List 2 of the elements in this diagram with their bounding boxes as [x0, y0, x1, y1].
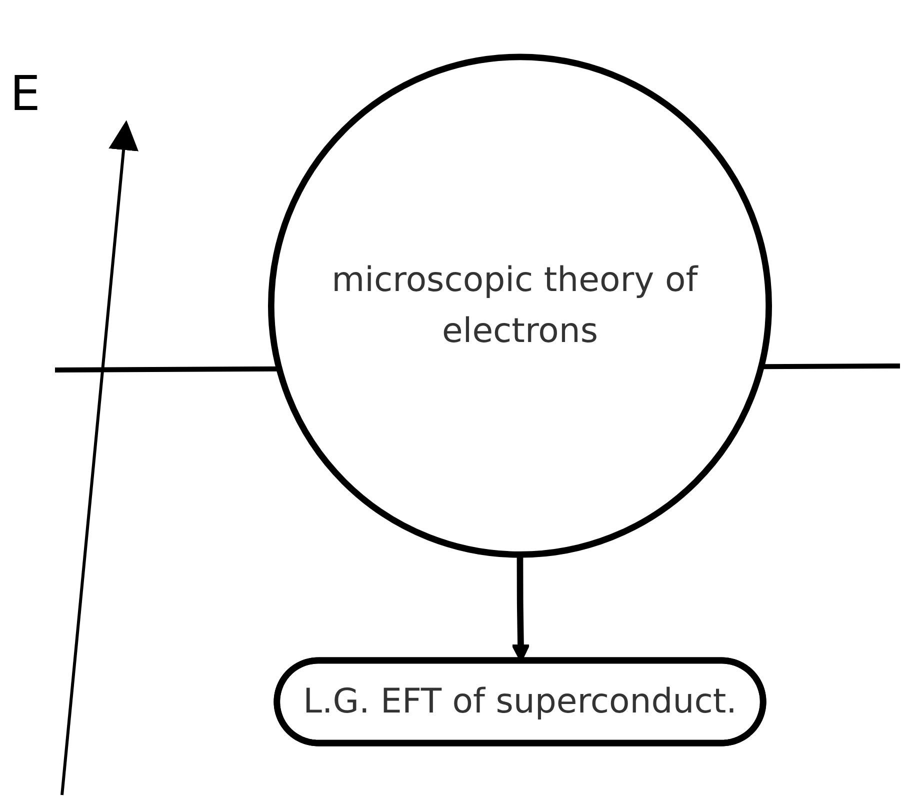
- node-circle: microscopic theory of electrons: [268, 54, 772, 558]
- axis-label: E: [10, 70, 40, 118]
